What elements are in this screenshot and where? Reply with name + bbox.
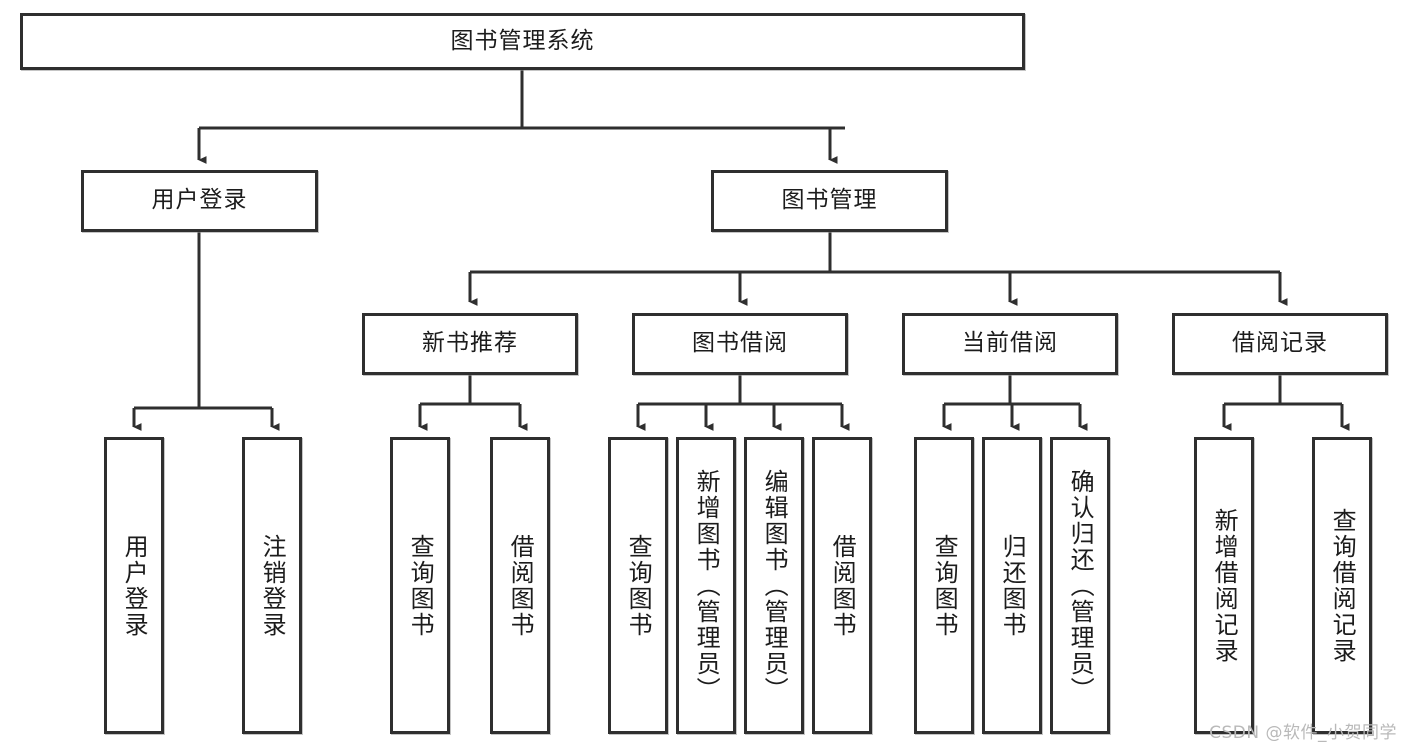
node-book-manage[interactable]: 图书管理 <box>711 170 948 232</box>
node-leaf-add-book-admin[interactable]: 新增图书（管理员） <box>676 437 736 734</box>
node-leaf-query-book-current-label: 查询图书 <box>930 533 959 638</box>
node-book-borrow[interactable]: 图书借阅 <box>632 313 848 375</box>
node-leaf-borrow-book-label: 借阅图书 <box>828 533 857 638</box>
node-leaf-query-book-rec[interactable]: 查询图书 <box>390 437 450 734</box>
node-leaf-edit-book-admin-label: 编辑图书（管理员） <box>760 468 789 703</box>
node-leaf-edit-book-admin[interactable]: 编辑图书（管理员） <box>744 437 804 734</box>
node-leaf-logout[interactable]: 注销登录 <box>242 437 302 734</box>
node-leaf-query-borrow-record[interactable]: 查询借阅记录 <box>1312 437 1372 734</box>
node-leaf-user-login-label: 用户登录 <box>120 533 149 638</box>
node-leaf-borrow-book-rec-label: 借阅图书 <box>506 533 535 638</box>
node-leaf-return-book-label: 归还图书 <box>998 533 1027 638</box>
node-user-login-label: 用户登录 <box>151 187 248 214</box>
node-leaf-query-book-borrow[interactable]: 查询图书 <box>608 437 668 734</box>
csdn-watermark: CSDN @软件_小贺同学 <box>1209 723 1397 743</box>
node-root-label: 图书管理系统 <box>450 27 595 54</box>
node-leaf-confirm-return-admin[interactable]: 确认归还（管理员） <box>1050 437 1110 734</box>
node-leaf-add-book-admin-label: 新增图书（管理员） <box>692 468 721 703</box>
node-current-borrow-label: 当前借阅 <box>962 330 1058 357</box>
node-borrow-record-label: 借阅记录 <box>1232 330 1328 357</box>
node-user-login[interactable]: 用户登录 <box>81 170 318 232</box>
node-leaf-query-book-current[interactable]: 查询图书 <box>914 437 974 734</box>
node-leaf-user-login[interactable]: 用户登录 <box>104 437 164 734</box>
node-leaf-query-book-rec-label: 查询图书 <box>406 533 435 638</box>
node-leaf-borrow-book-rec[interactable]: 借阅图书 <box>490 437 550 734</box>
node-new-book-rec[interactable]: 新书推荐 <box>362 313 578 375</box>
node-leaf-add-borrow-record[interactable]: 新增借阅记录 <box>1194 437 1254 734</box>
node-leaf-confirm-return-admin-label: 确认归还（管理员） <box>1066 468 1095 703</box>
node-leaf-query-borrow-record-label: 查询借阅记录 <box>1328 507 1357 664</box>
node-current-borrow[interactable]: 当前借阅 <box>902 313 1118 375</box>
node-leaf-borrow-book[interactable]: 借阅图书 <box>812 437 872 734</box>
node-book-manage-label: 图书管理 <box>781 187 878 214</box>
node-leaf-return-book[interactable]: 归还图书 <box>982 437 1042 734</box>
node-leaf-add-borrow-record-label: 新增借阅记录 <box>1210 507 1239 664</box>
node-leaf-logout-label: 注销登录 <box>258 533 287 638</box>
node-root[interactable]: 图书管理系统 <box>20 13 1025 70</box>
node-leaf-query-book-borrow-label: 查询图书 <box>624 533 653 638</box>
node-new-book-rec-label: 新书推荐 <box>422 330 518 357</box>
node-book-borrow-label: 图书借阅 <box>692 330 788 357</box>
node-borrow-record[interactable]: 借阅记录 <box>1172 313 1388 375</box>
